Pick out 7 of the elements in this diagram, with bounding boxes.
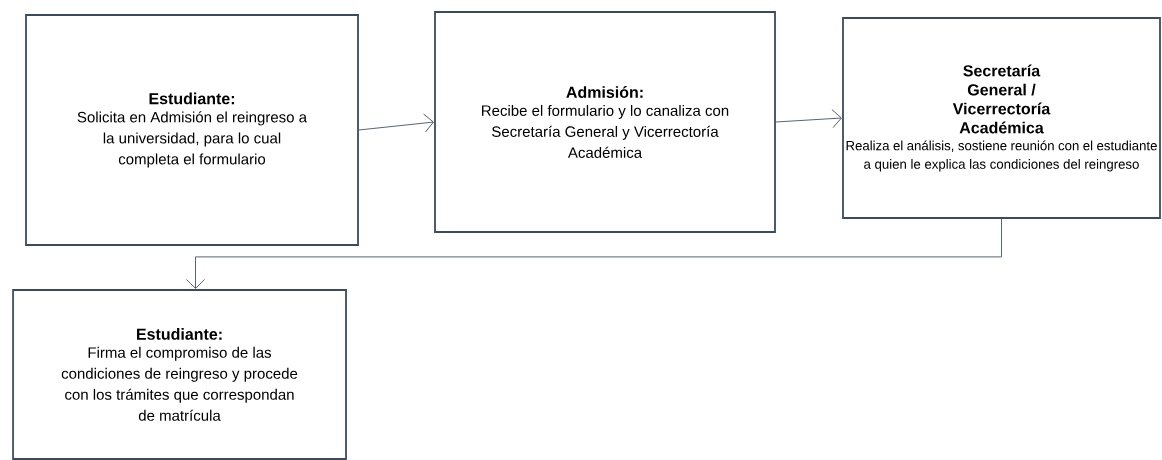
arrow [186, 218, 1002, 289]
process-box: Estudiante: Solicita en Admisión el reingreso a la universidad, para lo cual completa el formulario [25, 14, 359, 246]
process-box: Estudiante: Firma el compromiso de las condiciones de reingreso y procede con los trámites que correspondan de matrícula [12, 289, 347, 460]
arrow [358, 113, 434, 133]
arrow [775, 109, 842, 128]
process-box: Admisión: Recibe el formulario y lo canaliza con Secretaría General y Vicerrectoría Académica [434, 11, 776, 233]
process-box: Secretaría General / Vicerrectoría Académica Realiza el análisis, sostiene reunión con el estudiante a quien le explica las condiciones del reingreso [842, 17, 1161, 219]
